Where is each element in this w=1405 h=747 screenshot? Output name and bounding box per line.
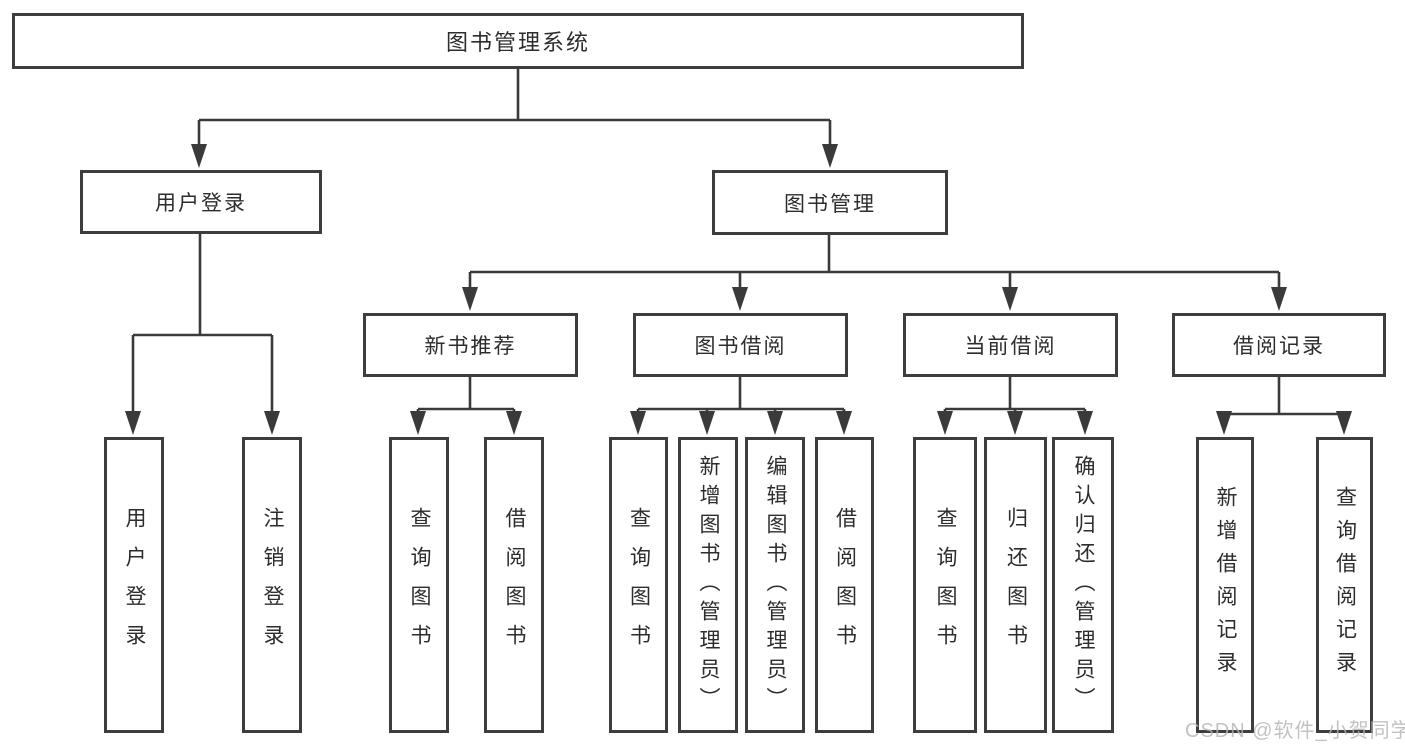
leaf-add-book-admin-label: 新增图书（管理员）: [697, 454, 720, 716]
node-user-login-label: 用户登录: [155, 192, 247, 215]
node-user-login: 用户登录: [80, 170, 322, 234]
leaf-edit-book-admin: 编辑图书（管理员）: [745, 437, 805, 733]
leaf-logout-label: 注销登录: [261, 507, 284, 663]
node-book-management-label: 图书管理: [784, 192, 876, 216]
leaf-query-borrow-record-label: 查询借阅记录: [1333, 486, 1357, 684]
leaf-confirm-return-admin: 确认归还（管理员）: [1052, 437, 1114, 733]
node-book-borrow: 图书借阅: [633, 313, 848, 377]
leaf-query-books-borrow: 查询图书: [609, 437, 668, 733]
leaf-add-borrow-record-label: 新增借阅记录: [1214, 486, 1237, 684]
leaf-query-books-current: 查询图书: [913, 437, 977, 733]
leaf-borrow-books-recommend: 借阅图书: [484, 437, 544, 733]
leaf-query-books-current-label: 查询图书: [934, 507, 957, 663]
leaf-query-borrow-record: 查询借阅记录: [1316, 437, 1373, 733]
leaf-query-books-borrow-label: 查询图书: [627, 507, 651, 663]
csdn-watermark: CSDN @软件_小贺同学: [1185, 720, 1405, 742]
leaf-user-login-label: 用户登录: [123, 507, 146, 663]
node-new-book-recommend-label: 新书推荐: [424, 335, 517, 358]
node-borrow-records: 借阅记录: [1172, 313, 1386, 377]
leaf-return-book-label: 归还图书: [1004, 507, 1028, 663]
node-system-root: 图书管理系统: [12, 13, 1024, 69]
leaf-add-book-admin: 新增图书（管理员）: [678, 437, 738, 733]
leaf-borrow-books: 借阅图书: [815, 437, 874, 733]
leaf-return-book: 归还图书: [984, 437, 1047, 733]
leaf-query-books-recommend-label: 查询图书: [408, 507, 431, 663]
leaf-logout: 注销登录: [242, 437, 302, 733]
node-current-borrow: 当前借阅: [903, 313, 1118, 377]
leaf-edit-book-admin-label: 编辑图书（管理员）: [764, 454, 787, 716]
leaf-borrow-books-recommend-label: 借阅图书: [503, 507, 526, 663]
leaf-borrow-books-label: 借阅图书: [833, 507, 857, 663]
leaf-confirm-return-admin-label: 确认归还（管理员）: [1072, 454, 1095, 716]
node-system-root-label: 图书管理系统: [445, 30, 590, 55]
leaf-query-books-recommend: 查询图书: [389, 437, 449, 733]
leaf-user-login: 用户登录: [104, 437, 164, 733]
node-current-borrow-label: 当前借阅: [964, 335, 1057, 358]
node-book-management: 图书管理: [712, 170, 948, 235]
leaf-add-borrow-record: 新增借阅记录: [1196, 437, 1254, 733]
node-borrow-records-label: 借阅记录: [1233, 335, 1325, 358]
node-new-book-recommend: 新书推荐: [363, 313, 578, 377]
node-book-borrow-label: 图书借阅: [694, 335, 787, 358]
